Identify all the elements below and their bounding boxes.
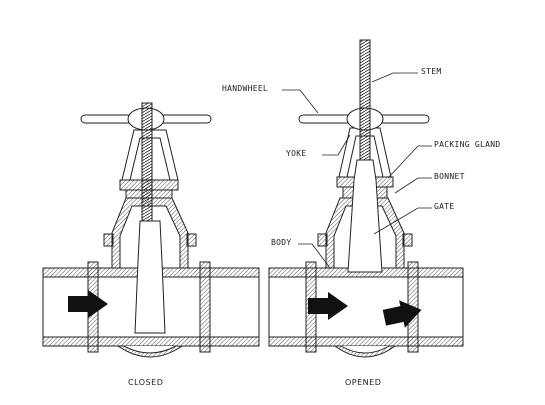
caption-closed: CLOSED <box>128 378 164 387</box>
closed-flow-arrow <box>68 290 108 318</box>
leader-lines <box>282 72 432 269</box>
label-packing-gland: PACKING GLAND <box>434 140 501 149</box>
opened-valve <box>268 39 464 358</box>
closed-stem <box>141 102 153 222</box>
leader-body <box>298 243 331 269</box>
opened-gate <box>347 159 383 273</box>
label-yoke: YOKE <box>286 149 307 158</box>
label-stem: STEM <box>421 67 442 76</box>
opened-stem <box>359 39 371 161</box>
leader-yoke <box>322 134 351 156</box>
leader-stem <box>371 72 418 83</box>
leader-bonnet <box>394 177 432 194</box>
label-body: BODY <box>271 238 292 247</box>
leader-gate <box>373 207 432 235</box>
label-gate: GATE <box>434 202 455 211</box>
opened-flow-arrow-left <box>308 292 348 320</box>
leader-handwheel <box>282 89 319 114</box>
opened-flow-arrow-right <box>382 300 422 328</box>
leader-packing-gland <box>387 145 432 179</box>
label-bonnet: BONNET <box>434 172 465 181</box>
caption-opened: OPENED <box>345 378 382 387</box>
closed-gate <box>134 220 166 334</box>
closed-valve <box>42 102 260 358</box>
label-handwheel: HANDWHEEL <box>222 84 269 93</box>
